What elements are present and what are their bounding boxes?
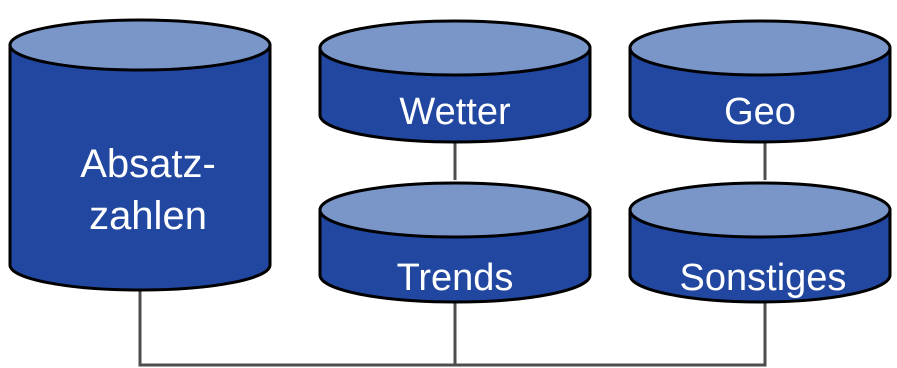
cylinder-top <box>628 19 892 77</box>
cylinder-top <box>318 19 592 77</box>
cylinder-top <box>628 181 892 239</box>
cylinder-top <box>8 18 272 72</box>
database-label: Wetter <box>399 91 511 133</box>
cylinder-top <box>318 181 592 239</box>
database-wetter: Wetter <box>318 19 592 144</box>
database-label: Trends <box>397 257 514 299</box>
database-sonstiges: Sonstiges <box>628 181 892 304</box>
database-label-line-2: zahlen <box>89 194 207 238</box>
database-label: Geo <box>724 91 796 133</box>
database-trends: Trends <box>318 181 592 304</box>
database-label: Sonstiges <box>680 257 847 299</box>
database-geo: Geo <box>628 19 892 144</box>
connector-bus <box>138 288 767 367</box>
cylinder-body <box>8 43 272 292</box>
connectors <box>138 140 767 367</box>
database-absatzzahlen: Absatz- zahlen <box>8 18 272 292</box>
database-label-line-1: Absatz- <box>80 142 216 186</box>
